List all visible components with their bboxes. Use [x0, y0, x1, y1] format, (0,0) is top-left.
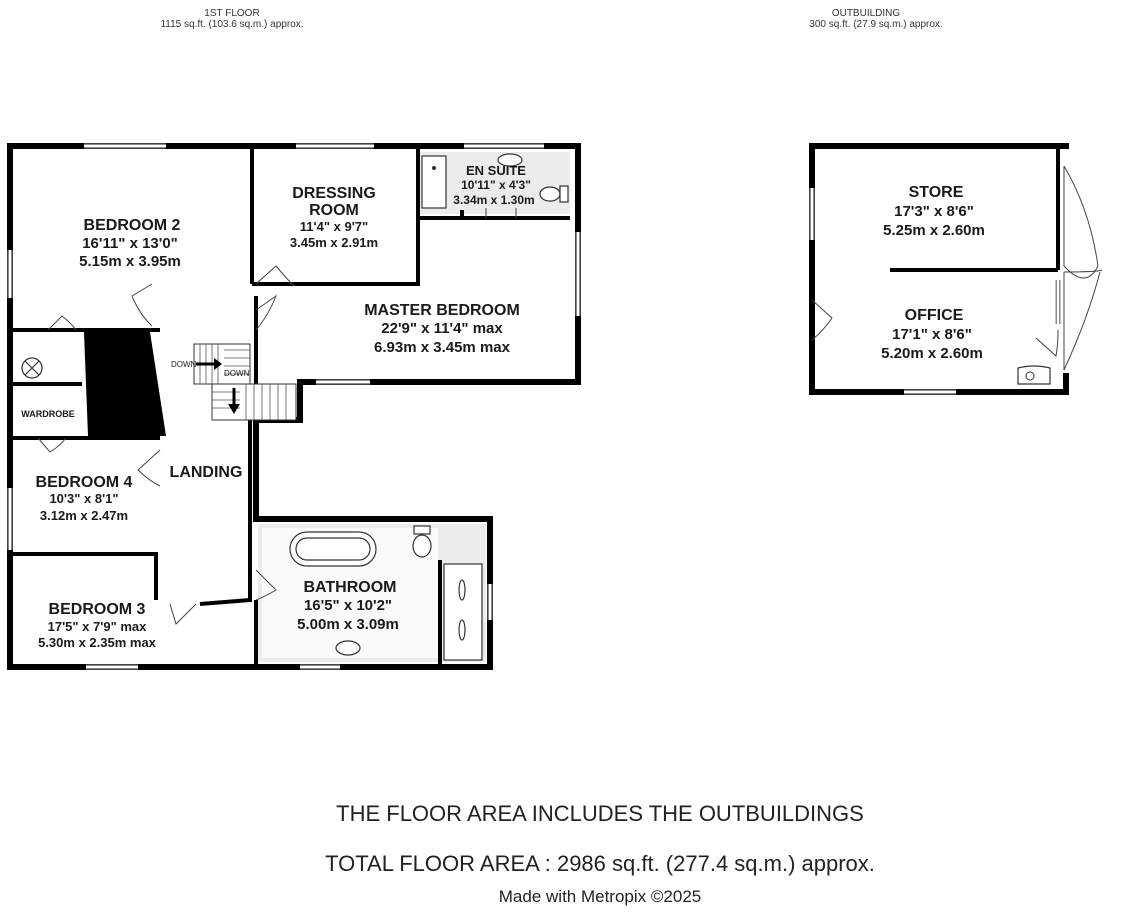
store-metric: 5.25m x 2.60m	[883, 222, 985, 239]
ensuite-toilet	[539, 186, 561, 202]
dressing-imperial: 11'4" x 9'7"	[300, 219, 368, 234]
store-imperial: 17'3" x 8'6"	[894, 203, 974, 220]
bathroom-basin	[335, 640, 361, 656]
outbuilding-title: OUTBUILDING	[832, 8, 901, 19]
master-name: MASTER BEDROOM	[364, 302, 520, 319]
office-imperial: 17'1" x 8'6"	[892, 326, 972, 343]
stairs-down-label-1: DOWN	[171, 360, 197, 369]
staircase: DOWN DOWN	[171, 343, 297, 421]
stairs-down-label-2: DOWN	[224, 369, 250, 378]
bathroom-shower	[443, 563, 483, 661]
ensuite-metric: 3.34m x 1.30m	[453, 193, 534, 207]
outbuilding-area: 300 sq.ft. (27.9 sq.m.) approx.	[809, 19, 942, 30]
bedroom3-imperial: 17'5" x 7'9" max	[48, 619, 148, 634]
total-floor-area: TOTAL FLOOR AREA : 2986 sq.ft. (277.4 sq…	[325, 851, 875, 876]
landing-name: LANDING	[170, 464, 243, 481]
floor-area-note: THE FLOOR AREA INCLUDES THE OUTBUILDINGS	[336, 801, 864, 826]
bedroom3-metric: 5.30m x 2.35m max	[38, 635, 157, 650]
store-name: STORE	[909, 184, 964, 201]
dressing-metric: 3.45m x 2.91m	[290, 235, 378, 250]
first-floor-plan: DOWN DOWN BEDROOM 2 16'11" x 13'0" 5.15m…	[7, 143, 581, 670]
bedroom4-imperial: 10'3" x 8'1"	[49, 491, 118, 506]
wardrobe-name: WARDROBE	[21, 409, 75, 419]
ensuite-name: EN SUITE	[466, 163, 526, 178]
bedroom3-name: BEDROOM 3	[49, 601, 146, 618]
bedroom2-name: BEDROOM 2	[84, 217, 181, 234]
bedroom2-metric: 5.15m x 3.95m	[79, 253, 181, 270]
master-metric: 6.93m x 3.45m max	[374, 339, 511, 356]
bathroom-metric: 5.00m x 3.09m	[297, 616, 399, 633]
ensuite-imperial: 10'11" x 4'3"	[461, 178, 531, 192]
metropix-credit: Made with Metropix ©2025	[499, 887, 701, 906]
first-floor-title: 1ST FLOOR	[204, 8, 259, 19]
bathroom-name: BATHROOM	[303, 579, 396, 596]
first-floor-area: 1115 sq.ft. (103.6 sq.m.) approx.	[160, 19, 303, 30]
outbuilding-plan: STORE 17'3" x 8'6" 5.25m x 2.60m OFFICE …	[809, 143, 1103, 395]
outbuilding-double-door	[1063, 165, 1103, 371]
master-imperial: 22'9" x 11'4" max	[381, 320, 503, 337]
airing-cupboard	[84, 332, 166, 436]
office-name: OFFICE	[905, 307, 964, 324]
bedroom2-imperial: 16'11" x 13'0"	[82, 235, 178, 252]
bathroom-imperial: 16'5" x 10'2"	[304, 597, 392, 614]
bedroom4-metric: 3.12m x 2.47m	[40, 508, 128, 523]
bathroom-toilet	[412, 534, 432, 558]
ensuite-shower	[421, 155, 447, 209]
ensuite-basin	[497, 153, 523, 167]
bedroom4-name: BEDROOM 4	[36, 474, 133, 491]
dressing-name-line2: ROOM	[309, 202, 359, 219]
dressing-name-line1: DRESSING	[292, 185, 376, 202]
office-metric: 5.20m x 2.60m	[881, 345, 983, 362]
